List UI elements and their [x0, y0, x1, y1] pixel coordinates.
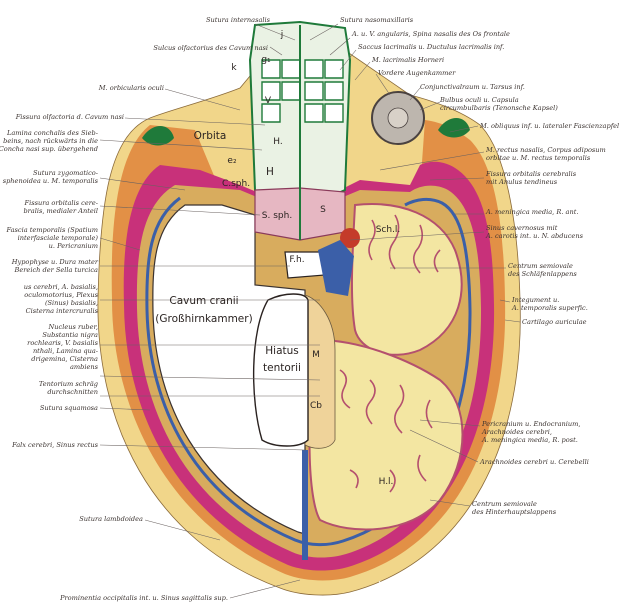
label-fascia-temporalis-1: Fascia temporalis (Spatium: [5, 226, 98, 234]
inner-label-hl: H.l.: [379, 477, 394, 487]
label-fascia-temporalis-2: interfasciale temporale): [18, 234, 99, 242]
inner-label-grosshirn: (Großhirnkammer): [155, 313, 252, 325]
label-rectus-nasalis-2: orbitae u. M. rectus temporalis: [486, 154, 591, 162]
label-conjunctivalraum: Conjunctivalraum u. Tarsus inf.: [420, 83, 525, 91]
inner-label-hiatus: Hiatus: [265, 345, 299, 357]
label-bulbus-oculi-2: circumbulbaris (Tenonsche Kapsel): [440, 104, 558, 112]
label-fissura-orbitalis-cer-2: mit Anulus tendineus: [486, 178, 558, 186]
label-bulbus-oculi-1: Bulbus oculi u. Capsula: [439, 96, 519, 104]
inner-label-v: V: [265, 96, 272, 106]
label-trochlearis-1: rochlearis, V. basialis: [27, 339, 98, 347]
label-integument-2: A. temporalis superfic.: [511, 304, 588, 312]
label-trochlearis-3: drigemina, Cisterna: [31, 355, 98, 363]
label-angularis: A. u. V. angularis, Spina nasalis des Os…: [351, 30, 510, 38]
label-centrum-hinterhaupt-2: des Hinterhauptslappens: [472, 508, 557, 516]
label-meningica-media-ant: A. meningica media, R. ant.: [485, 208, 578, 216]
inner-label-csph: C.sph.: [222, 179, 250, 189]
label-pedunculus-1: us cerebri, A. basialis,: [24, 283, 98, 291]
label-pedunculus-2: oculomotorius, Plexus: [24, 291, 98, 299]
label-pedunculus-3: (Sinus) basialis,: [45, 299, 98, 307]
label-pericranium-1: Pericranium u. Endocranium,: [481, 420, 580, 428]
inner-label-cb: Cb: [310, 401, 322, 411]
inner-label-s: S: [320, 205, 326, 215]
label-pedunculus-4: Cisterna intercruralis: [26, 307, 99, 315]
label-lamina-conchalis-2: beins, nach rückwärts in die: [3, 137, 98, 145]
label-lacrimalis-horneri: M. lacrimalis Horneri: [371, 56, 444, 64]
label-fissura-orbitalis-cer-1: Fissura orbitalis cerebralis: [485, 170, 577, 178]
inner-label-schl: Sch.l.: [376, 225, 401, 235]
label-nucleus-ruber-1: Nucleus ruber,: [48, 323, 99, 331]
inner-label-m: M: [312, 350, 320, 360]
label-sutura-lambdoidea: Sutura lambdoidea: [79, 515, 143, 523]
label-sutura-squamosa: Sutura squamosa: [40, 404, 98, 412]
label-lamina-conchalis-1: Lamina conchalis des Sieb-: [6, 129, 98, 137]
label-prominentia-occipitalis: Prominentia occipitalis int. u. Sinus sa…: [59, 594, 228, 602]
label-trochlearis-4: ambiens: [70, 363, 99, 371]
inner-label-j: j: [280, 30, 284, 40]
label-hypophyse-2: Bereich der Sella turcica: [14, 266, 99, 274]
label-pericranium-3: A. meningica media, R. post.: [481, 436, 578, 444]
label-centrum-hinterhaupt-1: Centrum semiovale: [472, 500, 537, 508]
label-lamina-conchalis-3: Concha nasi sup. übergehend: [0, 145, 98, 153]
inner-label-orbita: Orbita: [194, 130, 227, 142]
inner-label-g1: g₁: [261, 55, 271, 65]
label-sutura-zygomatico-1: Sutura zygomatico-: [33, 169, 98, 177]
label-fascia-temporalis-3: u. Pericranium: [49, 242, 98, 250]
artist-signature: L. Schrott: [377, 581, 409, 588]
label-cartilago-auriculae: Cartilago auriculae: [522, 318, 587, 326]
inner-label-fh: F.h.: [289, 255, 304, 265]
inner-label-tentorii: tentorii: [263, 362, 301, 374]
inner-label-k: k: [231, 63, 237, 73]
label-centrum-semiovale-2: des Schläfenlappens: [508, 270, 577, 278]
inner-label-h: H: [266, 166, 274, 178]
lens: [388, 108, 408, 128]
label-arachnoides: Arachnoides cerebri u. Cerebelli: [479, 458, 589, 466]
label-rectus-nasalis-1: M. rectus nasalis, Corpus adiposum: [485, 146, 606, 154]
inner-label-h-small: H.: [273, 137, 282, 147]
label-sutura-zygomatico-2: sphenoidea u. M. temporalis: [3, 177, 99, 185]
label-sulcus-olfactorius: Sulcus olfactorius des Cavum nasi: [153, 44, 268, 52]
label-sutura-internasalis: Sutura internasalis: [206, 16, 271, 24]
label-vordere-augenkammer: Vordere Augenkammer: [378, 69, 456, 77]
label-falx-cerebri: Falx cerebri, Sinus rectus: [11, 441, 99, 449]
label-saccus-lacrimalis: Saccus lacrimalis u. Ductulus lacrimalis…: [358, 43, 504, 51]
inner-label-ssph: S. sph.: [262, 211, 292, 221]
label-integument-1: Integument u.: [511, 296, 559, 304]
label-orbicularis-oculi: M. orbicularis oculi: [98, 84, 164, 92]
label-sinus-cavernosus-2: A. carotis int. u. N. abducens: [485, 232, 584, 240]
label-fissura-olfactoria: Fissura olfactoria d. Cavum nasi: [15, 113, 124, 121]
inner-label-cavum: Cavum cranii: [169, 295, 238, 307]
label-nucleus-ruber-2: Substantia nigra: [42, 331, 98, 339]
label-obliquus-inf: M. obliquus inf. u. lateraler Fascienzap…: [479, 122, 619, 130]
label-hypophyse-1: Hypophyse u. Dura mater: [11, 258, 99, 266]
label-sinus-cavernosus-1: Sinus cavernosus mit: [486, 224, 558, 232]
label-fissura-orbitalis-2: bralis, medialer Anteil: [23, 207, 98, 215]
label-pericranium-2: Arachnoides cerebri,: [481, 428, 552, 436]
label-fissura-orbitalis-1: Fissura orbitalis cere-: [24, 199, 98, 207]
label-trochlearis-2: nthali, Lamina qua-: [33, 347, 98, 355]
inner-label-e2: e₂: [227, 156, 237, 166]
label-sutura-nasomaxillaris: Sutura nasomaxillaris: [340, 16, 414, 24]
label-tentorium-1: Tentorium schräg: [39, 380, 98, 388]
label-tentorium-2: durchschnitten: [47, 388, 98, 396]
label-centrum-semiovale-1: Centrum semiovale: [508, 262, 573, 270]
